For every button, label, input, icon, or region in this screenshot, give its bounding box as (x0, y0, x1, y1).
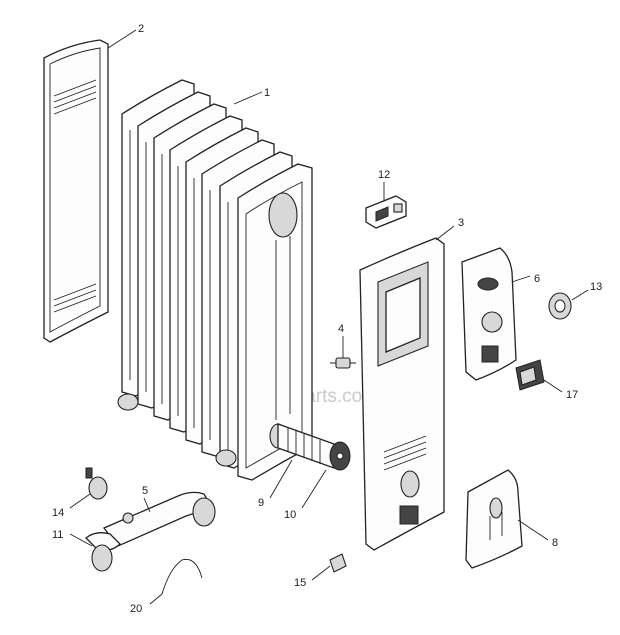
leader-line-11 (69, 533, 93, 547)
callout-13: 13 (590, 281, 602, 293)
callout-6: 6 (534, 273, 540, 285)
leader-line-2 (107, 29, 137, 49)
callout-20: 20 (130, 603, 142, 615)
callout-11: 11 (52, 529, 63, 541)
leader-line-13 (571, 289, 589, 301)
callout-5: 5 (142, 485, 148, 497)
callout-1: 1 (264, 87, 270, 99)
side-panel-icon[interactable] (43, 39, 109, 343)
leader-line-14 (69, 493, 91, 509)
callout-2: 2 (138, 23, 144, 35)
callout-8: 8 (552, 537, 558, 549)
leader-line-15 (311, 565, 331, 581)
leader-line-8 (517, 519, 549, 541)
callout-12: 12 (378, 169, 390, 181)
callout-4: 4 (338, 323, 344, 335)
control-panel-cover-icon[interactable] (461, 247, 517, 381)
callout-14: 14 (52, 507, 64, 519)
heating-element-icon[interactable] (269, 423, 351, 471)
thermal-fuse-icon[interactable] (330, 357, 356, 369)
caster-wheel-icon[interactable] (85, 467, 108, 500)
leader-line-6 (511, 275, 531, 283)
callout-10: 10 (284, 509, 296, 521)
thermostat-icon[interactable] (365, 195, 407, 229)
rocker-switch-icon[interactable] (515, 359, 545, 391)
leader-line-20 (149, 593, 163, 605)
leader-line-9 (269, 459, 293, 499)
cord-cover-icon[interactable] (465, 469, 523, 569)
front-foot-bracket-icon[interactable] (85, 532, 121, 572)
radiator-fin-block-icon[interactable] (117, 79, 313, 481)
leader-line-17 (543, 379, 563, 393)
leader-line-5 (143, 497, 151, 513)
knob-icon[interactable] (548, 292, 572, 320)
leader-line-10 (301, 469, 327, 509)
callout-17: 17 (566, 389, 578, 401)
control-housing-icon[interactable] (359, 237, 445, 551)
wire-clip-icon[interactable] (161, 558, 203, 595)
leader-line-3 (435, 225, 455, 241)
rear-foot-bracket-icon[interactable] (102, 491, 216, 547)
leader-line-1 (233, 91, 263, 105)
cord-clip-icon[interactable] (329, 553, 347, 573)
callout-15: 15 (294, 577, 306, 589)
callout-9: 9 (258, 497, 264, 509)
callout-3: 3 (458, 217, 464, 229)
